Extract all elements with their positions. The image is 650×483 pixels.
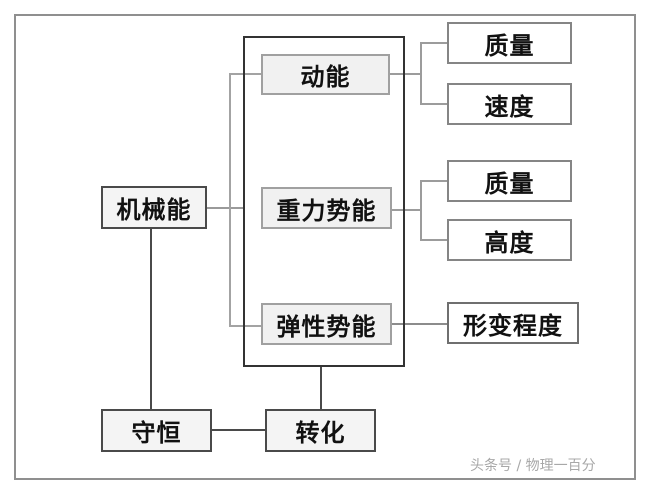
mechanical-energy-node: 机械能 (101, 186, 207, 229)
source-watermark: 头条号 / 物理一百分 (470, 458, 596, 474)
gravitational-mass-node: 质量 (447, 160, 572, 202)
kinetic-energy-node: 动能 (261, 54, 390, 95)
kinetic-speed-node: 速度 (447, 83, 572, 125)
conservation-node: 守恒 (101, 409, 212, 452)
gravitational-height-node: 高度 (447, 219, 572, 261)
energy-forms-group-box (243, 36, 405, 367)
conversion-node: 转化 (265, 409, 376, 452)
deformation-degree-node: 形变程度 (447, 302, 579, 344)
elastic-potential-energy-node: 弹性势能 (261, 303, 392, 345)
kinetic-mass-node: 质量 (447, 22, 572, 64)
gravitational-potential-energy-node: 重力势能 (261, 187, 392, 229)
